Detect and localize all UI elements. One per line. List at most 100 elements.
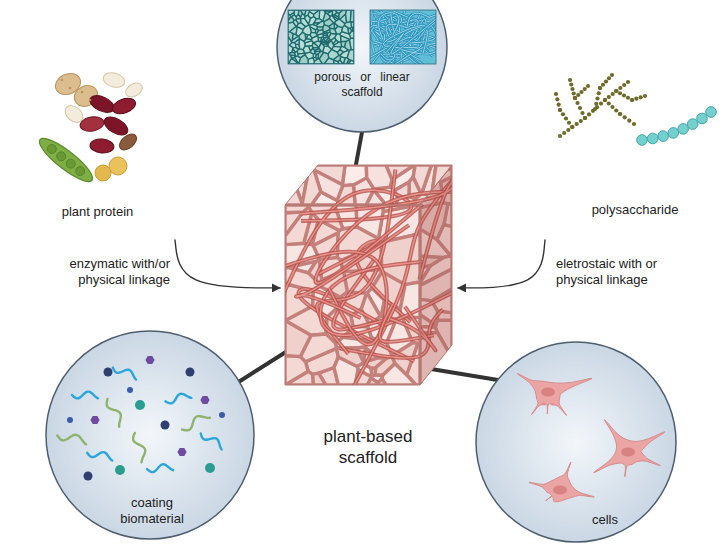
illustration-shape xyxy=(135,400,145,410)
illustration-shape xyxy=(517,373,665,501)
illustration-shape xyxy=(618,91,622,95)
illustration-shape xyxy=(614,89,618,93)
illustration-shape xyxy=(555,97,559,101)
illustration-shape xyxy=(101,113,131,138)
illustration-shape xyxy=(315,54,318,59)
illustration-shape xyxy=(598,86,602,90)
illustration-shape xyxy=(288,10,354,64)
illustration-shape xyxy=(558,108,562,112)
illustration-shape xyxy=(583,116,587,120)
illustration-shape xyxy=(614,89,618,93)
cells-circle: cells xyxy=(476,342,676,542)
illustration-shape xyxy=(89,99,92,102)
illustration-shape xyxy=(630,98,634,102)
illustration-shape xyxy=(634,97,638,101)
illustration-shape xyxy=(370,10,436,64)
illustration-shape xyxy=(271,166,470,387)
illustration-shape xyxy=(110,95,137,116)
edge-label: enzymatic with/or physical linkage xyxy=(60,256,170,289)
circle-label: cells xyxy=(580,512,630,528)
illustration-shape xyxy=(291,15,296,20)
illustration-shape xyxy=(413,165,431,194)
illustration-shape xyxy=(324,38,329,41)
illustration-shape xyxy=(553,486,567,495)
connector-line xyxy=(425,368,498,380)
illustration-shape xyxy=(607,95,611,99)
illustration-shape xyxy=(706,107,717,118)
illustration-shape xyxy=(87,92,116,116)
illustration-shape xyxy=(637,135,648,146)
illustration-shape xyxy=(200,396,209,404)
illustration-shape xyxy=(72,392,98,399)
illustration-shape xyxy=(182,416,210,430)
illustration-shape xyxy=(614,108,618,112)
illustration-shape xyxy=(558,108,562,112)
illustration-shape xyxy=(580,111,584,115)
scaffold-caption: plant-based scaffold xyxy=(308,426,428,469)
illustration-shape xyxy=(102,70,127,89)
illustration-shape xyxy=(363,8,375,67)
illustration-shape xyxy=(562,131,566,135)
illustration-shape xyxy=(285,205,420,385)
coating-circle: coating biomaterial xyxy=(45,330,255,540)
illustration-shape xyxy=(104,368,113,377)
illustration-shape xyxy=(647,133,658,144)
illustration-shape xyxy=(558,134,562,138)
illustration-shape xyxy=(618,112,622,116)
illustration-label: polysaccharide xyxy=(585,202,685,218)
illustration-shape xyxy=(658,131,669,142)
illustration-shape xyxy=(561,112,565,116)
illustration-shape xyxy=(668,128,679,139)
illustration-shape xyxy=(607,101,611,105)
illustration-shape xyxy=(299,32,306,41)
illustration-shape xyxy=(145,356,154,364)
illustration-shape xyxy=(314,59,322,64)
illustration-shape xyxy=(89,138,114,154)
illustration-shape xyxy=(316,49,321,52)
illustration-shape xyxy=(603,98,607,102)
illustration-shape xyxy=(338,60,343,64)
illustration-shape xyxy=(292,57,298,63)
illustration-shape xyxy=(621,448,635,457)
illustration-shape xyxy=(366,165,392,189)
illustration-shape xyxy=(604,79,608,83)
illustration-shape xyxy=(305,10,310,16)
illustration-shape xyxy=(113,368,136,380)
illustration-shape xyxy=(327,42,329,45)
polysaccharide-illustration: polysaccharide xyxy=(530,65,715,240)
illustration-shape xyxy=(348,60,354,64)
illustration-shape xyxy=(109,157,127,175)
illustration-shape xyxy=(595,96,599,100)
illustration-shape xyxy=(630,98,634,102)
illustration-shape xyxy=(583,87,587,91)
illustration-shape xyxy=(570,125,574,129)
illustration-shape xyxy=(603,98,607,102)
illustration-shape xyxy=(79,115,105,133)
illustration-shape xyxy=(133,433,145,462)
illustration-shape xyxy=(346,10,351,22)
illustration-shape xyxy=(57,435,86,445)
illustration-shape xyxy=(177,448,186,456)
illustration-shape xyxy=(623,115,627,119)
illustration-shape xyxy=(57,152,66,161)
illustration-shape xyxy=(288,32,293,42)
illustration-shape xyxy=(573,96,577,100)
illustration-shape xyxy=(611,92,615,96)
edge-label: eletrostaic with or physical linkage xyxy=(556,256,676,289)
illustration-shape xyxy=(46,331,254,539)
illustration-shape xyxy=(95,165,111,181)
connector-arrow xyxy=(458,240,545,288)
illustration-shape xyxy=(570,87,574,91)
illustration-shape xyxy=(47,144,56,153)
illustration-shape xyxy=(567,121,571,125)
illustration-shape xyxy=(569,82,573,86)
illustration-shape xyxy=(333,15,339,20)
illustration-shape xyxy=(295,39,300,45)
illustration-shape xyxy=(57,356,225,480)
illustration-shape xyxy=(46,331,254,539)
illustration-shape xyxy=(573,96,577,100)
illustration-shape xyxy=(331,38,336,44)
illustration-shape xyxy=(476,342,676,542)
illustration-shape xyxy=(622,83,626,87)
illustration-shape xyxy=(579,119,583,123)
